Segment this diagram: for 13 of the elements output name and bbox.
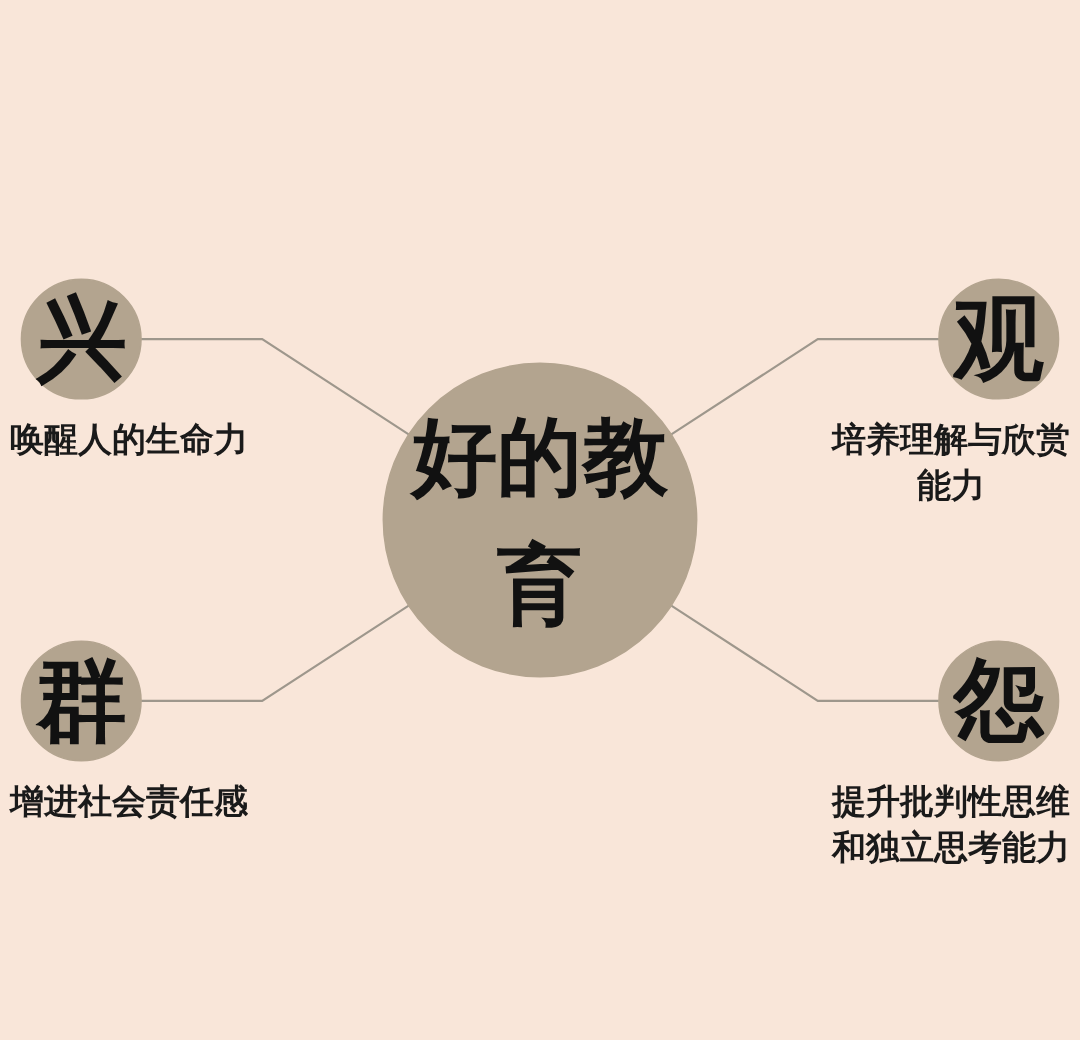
node-circle: 好的教育 <box>382 362 698 678</box>
connector <box>141 338 410 436</box>
node-circle: 观 <box>938 278 1060 400</box>
node-caption: 唤醒人的生命力 <box>10 418 248 462</box>
connector <box>141 604 410 702</box>
node-circle: 群 <box>20 640 142 762</box>
node-caption: 提升批判性思维和独立思考能力 <box>832 780 1070 870</box>
node-circle: 怨 <box>938 640 1060 762</box>
connector <box>670 338 939 436</box>
connector <box>670 604 939 702</box>
node-caption: 增进社会责任感 <box>10 780 248 824</box>
node-circle: 兴 <box>20 278 142 400</box>
node-caption: 培养理解与欣赏能力 <box>832 418 1070 508</box>
